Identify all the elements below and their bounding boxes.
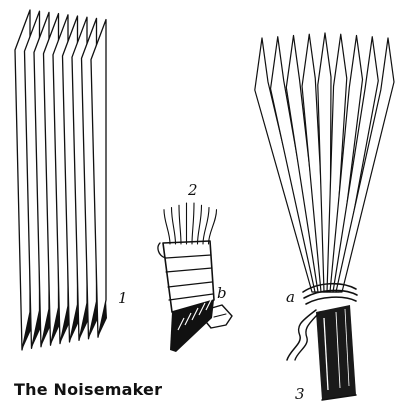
slat-end bbox=[69, 304, 79, 342]
slat-end bbox=[60, 306, 69, 344]
figure-2-label: 2 bbox=[187, 181, 198, 199]
slat-end bbox=[22, 312, 31, 350]
handle-highlight-2 bbox=[335, 311, 341, 389]
slat-end bbox=[98, 300, 107, 338]
loose-string-end-2 bbox=[294, 311, 321, 361]
wrap-band-2 bbox=[165, 267, 213, 273]
figure-3-assembled-noisemaker bbox=[254, 32, 395, 401]
cloth-tail bbox=[197, 304, 233, 329]
strip-ends-highlights bbox=[177, 297, 213, 331]
bundle-fiber bbox=[178, 204, 182, 245]
strip-end-line bbox=[205, 297, 213, 311]
slat-end bbox=[88, 301, 98, 339]
bundle-fibers bbox=[163, 202, 218, 245]
diagram-title: The Noisemaker bbox=[14, 380, 163, 399]
cloth-tail-fold bbox=[213, 313, 227, 318]
loose-string-end-1 bbox=[286, 309, 317, 361]
bundle-fiber bbox=[191, 202, 195, 245]
slat-end bbox=[41, 309, 50, 347]
wrap-band-3 bbox=[167, 281, 213, 288]
bundle-fiber bbox=[170, 206, 177, 245]
bundle-fiber bbox=[163, 209, 171, 245]
figure-1-slat-stack bbox=[14, 9, 107, 351]
strip-end-line bbox=[184, 312, 192, 326]
slat-end bbox=[50, 307, 60, 346]
figure-3-label: 3 bbox=[295, 385, 305, 403]
strip-end-line bbox=[191, 307, 199, 321]
figure-2-wrapped-bundle bbox=[157, 202, 233, 352]
string-wrap-3 bbox=[305, 296, 357, 305]
wrap-band-1 bbox=[165, 254, 212, 259]
handle-highlight-1 bbox=[323, 317, 329, 391]
part-b-label: b bbox=[217, 284, 227, 302]
bundle-fiber bbox=[196, 204, 203, 245]
handle-bottom-edge bbox=[321, 394, 357, 401]
fan-strip bbox=[335, 37, 395, 293]
string-wrap-2 bbox=[303, 289, 358, 299]
strip-end-line bbox=[177, 317, 185, 331]
wrap-band-4 bbox=[168, 293, 214, 301]
strip-end-line bbox=[198, 302, 206, 316]
strip-ends-dark bbox=[170, 300, 214, 352]
slat-end bbox=[31, 310, 41, 349]
part-a-label: a bbox=[286, 288, 295, 306]
cloth-edge-left bbox=[157, 242, 167, 259]
handle-highlight-3 bbox=[344, 308, 350, 387]
bundle-fiber bbox=[202, 206, 210, 245]
bundle-fiber bbox=[207, 209, 218, 245]
cloth-wrap-body bbox=[162, 240, 215, 313]
slat-end bbox=[79, 303, 88, 341]
figure-1-label: 1 bbox=[118, 289, 128, 307]
string-wrap-1 bbox=[302, 282, 357, 293]
noisemaker-fan-strips bbox=[254, 32, 395, 293]
